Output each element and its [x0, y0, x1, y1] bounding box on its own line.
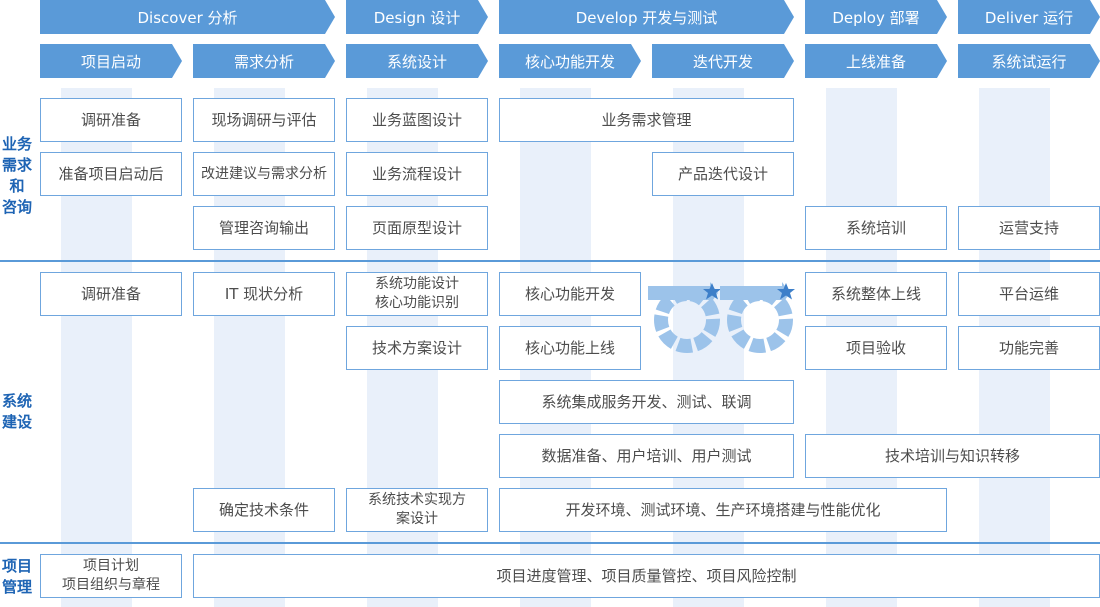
- phase-deliver: Deliver 运行: [958, 0, 1100, 34]
- box-sys-research-prep: 调研准备: [40, 272, 182, 316]
- box-it-analysis: IT 现状分析: [193, 272, 335, 316]
- step-core-dev: 核心功能开发: [499, 44, 641, 78]
- box-core-dev: 核心功能开发: [499, 272, 641, 316]
- box-blueprint-design: 业务蓝图设计: [346, 98, 488, 142]
- row-label-business: 业务 需求 和 咨询: [1, 135, 32, 216]
- cycle-arrow-icon: [720, 282, 793, 353]
- box-core-launch: 核心功能上线: [499, 326, 641, 370]
- box-full-launch: 系统整体上线: [805, 272, 947, 316]
- box-consulting-output: 管理咨询输出: [193, 206, 335, 250]
- phase-design: Design 设计: [346, 0, 488, 34]
- star-icon: [777, 283, 795, 300]
- box-research-prep: 调研准备: [40, 98, 182, 142]
- step-system-design: 系统设计: [346, 44, 488, 78]
- box-field-research: 现场调研与评估: [193, 98, 335, 142]
- box-tech-conditions: 确定技术条件: [193, 488, 335, 532]
- box-func-design: 系统功能设计 核心功能识别: [346, 272, 488, 316]
- box-acceptance: 项目验收: [805, 326, 947, 370]
- box-prototype-design: 页面原型设计: [346, 206, 488, 250]
- phase-discover: Discover 分析: [40, 0, 335, 34]
- box-tech-impl: 系统技术实现方 案设计: [346, 488, 488, 532]
- section-divider: [0, 260, 1100, 262]
- box-integration: 系统集成服务开发、测试、联调: [499, 380, 794, 424]
- box-func-improve: 功能完善: [958, 326, 1100, 370]
- box-tech-plan: 技术方案设计: [346, 326, 488, 370]
- step-trial-run: 系统试运行: [958, 44, 1100, 78]
- box-project-plan: 项目计划 项目组织与章程: [40, 554, 182, 598]
- box-iteration-design: 产品迭代设计: [652, 152, 794, 196]
- step-iteration: 迭代开发: [652, 44, 794, 78]
- box-environments: 开发环境、测试环境、生产环境搭建与性能优化: [499, 488, 947, 532]
- star-icon: [703, 283, 721, 300]
- phase-develop: Develop 开发与测试: [499, 0, 794, 34]
- box-project-control: 项目进度管理、项目质量管控、项目风险控制: [193, 554, 1100, 598]
- box-system-training: 系统培训: [805, 206, 947, 250]
- row-label-project: 项目 管理: [1, 557, 32, 596]
- iteration-cycle-icon: [648, 282, 795, 353]
- section-divider: [0, 542, 1100, 544]
- box-ops-support: 运营支持: [958, 206, 1100, 250]
- box-kickoff-prep: 准备项目启动后: [40, 152, 182, 196]
- box-data-prep: 数据准备、用户培训、用户测试: [499, 434, 794, 478]
- box-improvement-analysis: 改进建议与需求分析: [193, 152, 335, 196]
- step-kickoff: 项目启动: [40, 44, 182, 78]
- box-requirement-mgmt: 业务需求管理: [499, 98, 794, 142]
- box-process-design: 业务流程设计: [346, 152, 488, 196]
- row-label-system: 系统 建设: [1, 392, 32, 431]
- box-knowledge-transfer: 技术培训与知识转移: [805, 434, 1100, 478]
- step-launch-prep: 上线准备: [805, 44, 947, 78]
- phase-deploy: Deploy 部署: [805, 0, 947, 34]
- step-requirements: 需求分析: [193, 44, 335, 78]
- box-platform-ops: 平台运维: [958, 272, 1100, 316]
